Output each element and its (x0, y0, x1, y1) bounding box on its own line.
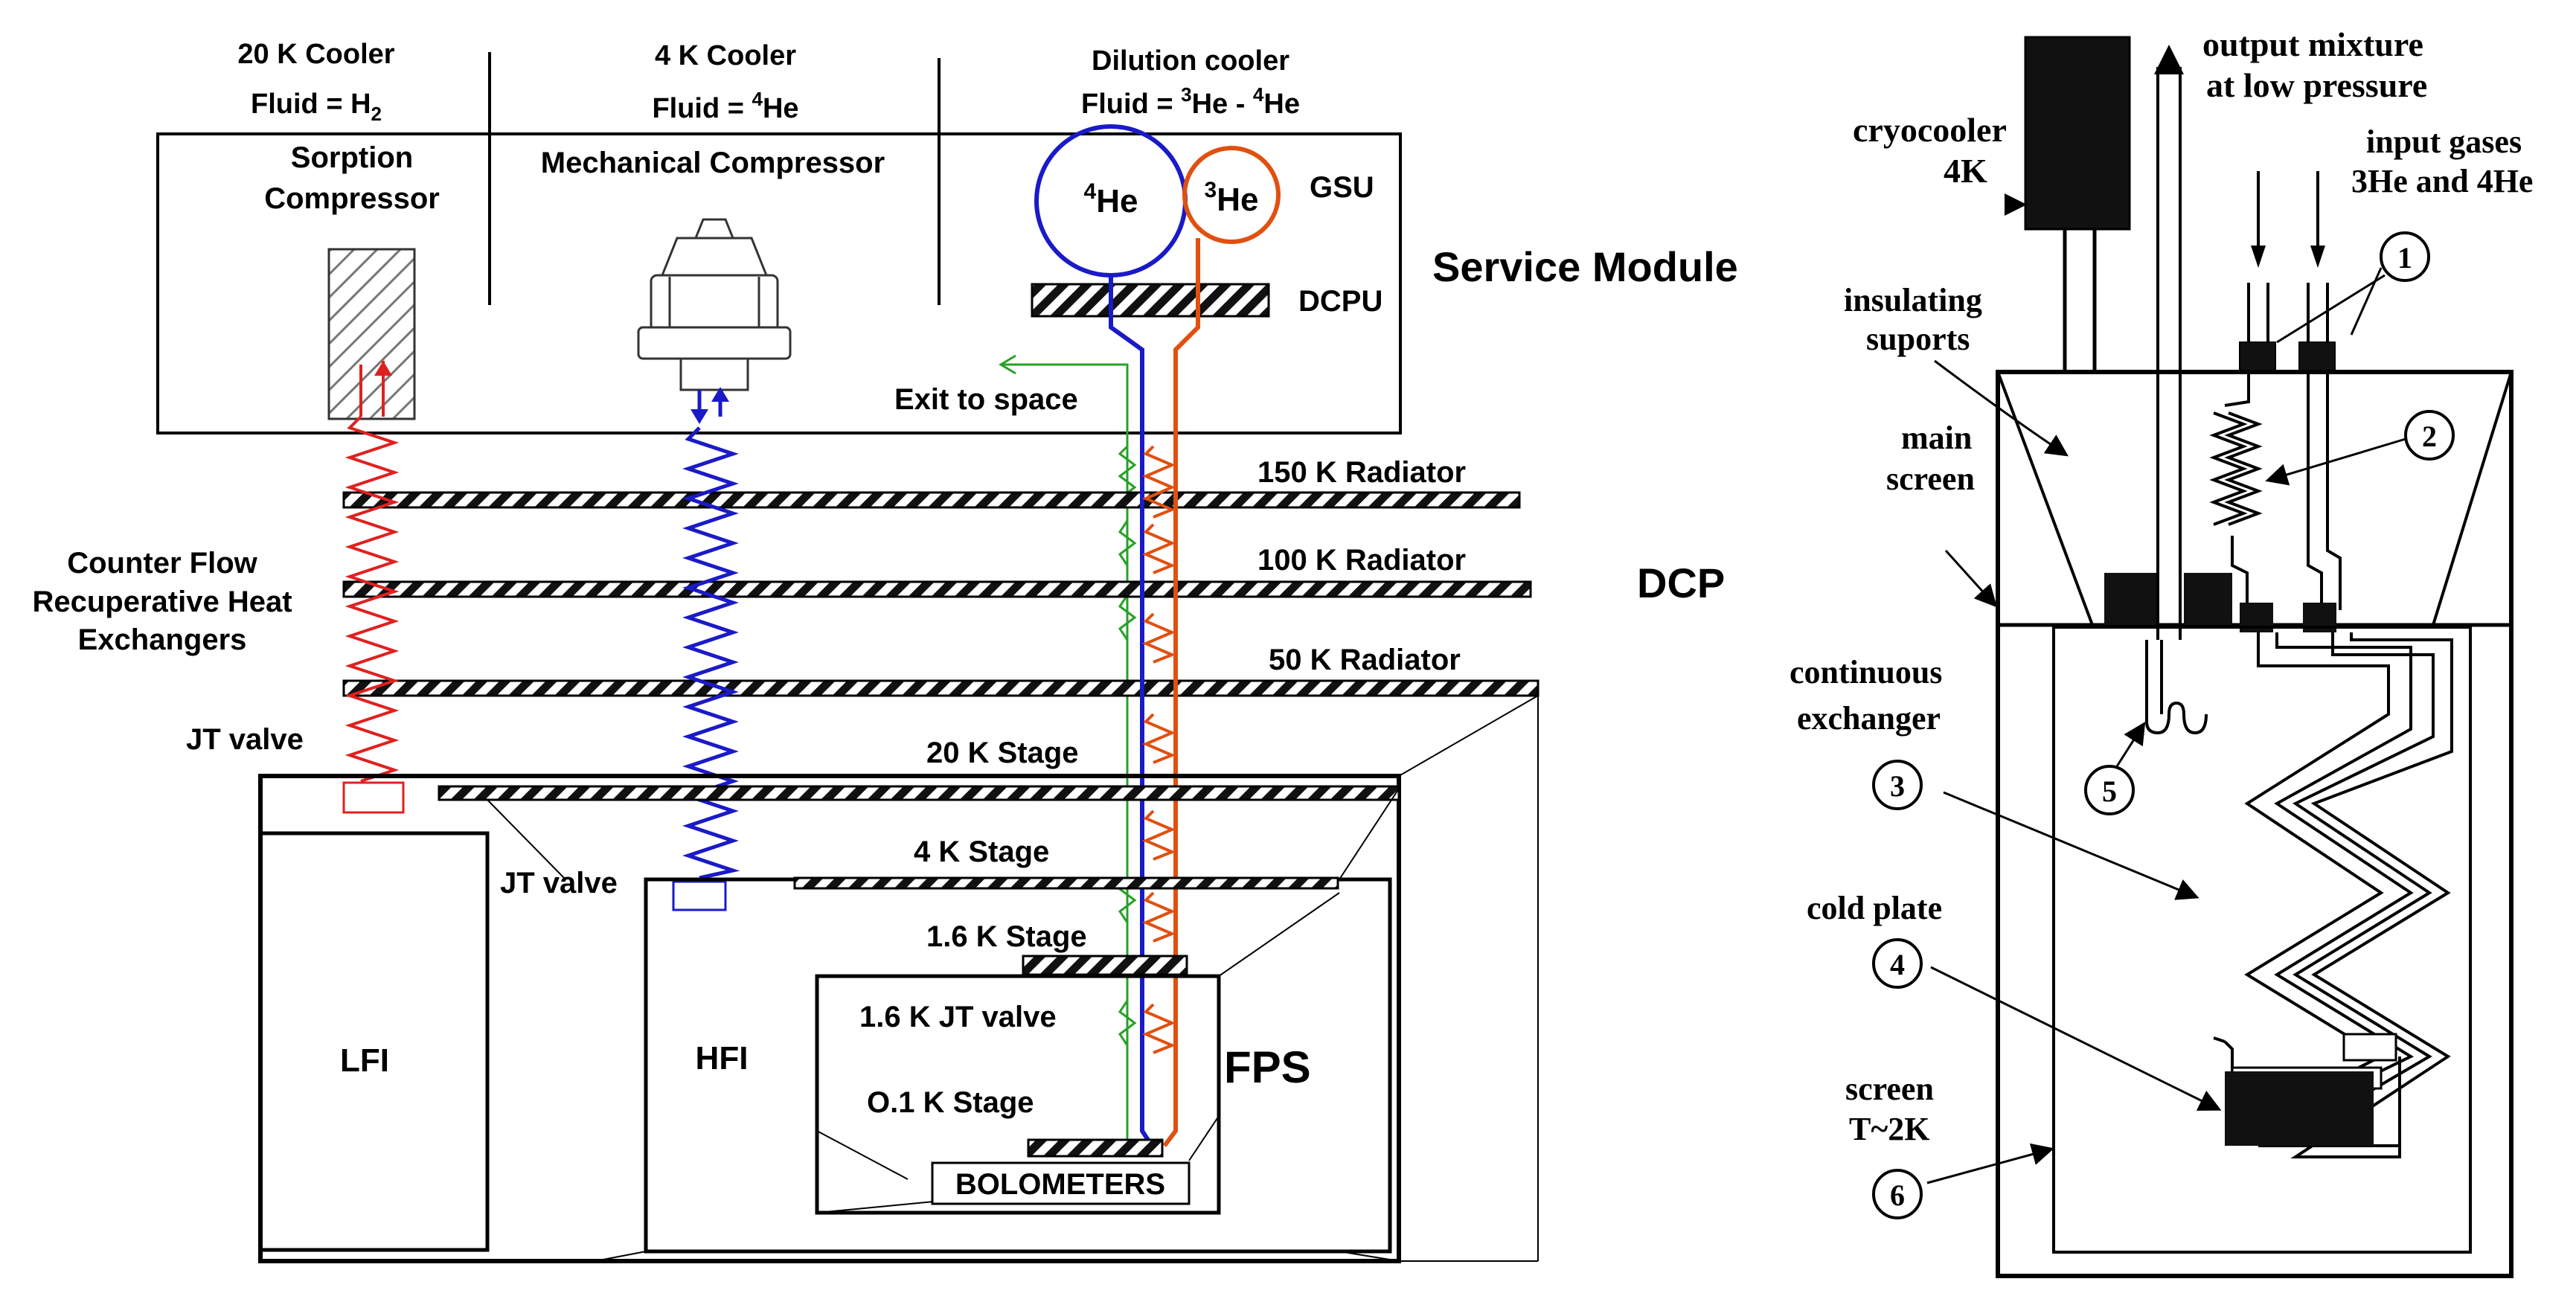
col1-title: 20 K Cooler (237, 39, 394, 70)
dcp-outer-box (258, 774, 1401, 1263)
left-diagram: 20 K Cooler Fluid = H2 4 K Cooler Fluid … (32, 39, 1738, 1263)
bolometers-label: BOLOMETERS (955, 1168, 1165, 1201)
continuous-exchanger-label-2: exchanger (1797, 700, 1941, 737)
counter-flow-label-2: Recuperative Heat (32, 586, 292, 618)
radiator-50k (342, 679, 1539, 697)
col3-title: Dilution cooler (1092, 45, 1289, 77)
svg-text:3: 3 (1890, 769, 1905, 803)
svg-text:1: 1 (2397, 241, 2412, 275)
callout-2 (2404, 410, 2455, 461)
fps-box (815, 974, 1221, 1215)
callout-6 (1872, 1169, 1923, 1219)
stage-01k-label: O.1 K Stage (867, 1086, 1034, 1119)
service-module-box (156, 132, 1402, 434)
stage-01k-plate (1027, 1138, 1164, 1158)
callout-3 (1872, 760, 1923, 810)
sorption-label-1: Sorption (291, 141, 413, 174)
col3-fluid: Fluid = 3He - 4He (1081, 83, 1300, 120)
output-arrow (2154, 45, 2184, 74)
radiator-150k (342, 491, 1521, 509)
sorption-label-2: Compressor (264, 182, 440, 215)
cryocooler-block (2024, 36, 2131, 231)
sorption-compressor (327, 248, 416, 420)
insulating-label-1: insulating (1844, 282, 1982, 318)
svg-text:4: 4 (1890, 948, 1905, 981)
radiator-100k (342, 580, 1532, 598)
screen-label-1: screen (1845, 1071, 1934, 1107)
dilution-he3-line (1162, 238, 1200, 1147)
callout-1 (2380, 231, 2430, 282)
stage-4k-plate (793, 876, 1339, 890)
callout-4 (1872, 938, 1923, 989)
col1-fluid: Fluid = H2 (251, 89, 382, 125)
h2-cooling-line (342, 361, 405, 814)
callout-5 (2084, 765, 2135, 815)
stage-20k-label: 20 K Stage (926, 737, 1079, 769)
radiator-150k-label: 150 K Radiator (1257, 456, 1466, 489)
radiator-100k-label: 100 K Radiator (1257, 544, 1466, 577)
svg-text:2: 2 (2422, 420, 2437, 453)
mechanical-compressor (637, 218, 792, 391)
lfi-box (258, 831, 490, 1252)
cold-plate (2225, 1071, 2374, 1146)
radiator-50k-label: 50 K Radiator (1269, 644, 1461, 676)
he4-cooling-line (672, 387, 740, 911)
counter-flow-label-3: Exchangers (78, 623, 247, 656)
he3-tank (1182, 146, 1281, 244)
stage-4k-label: 4 K Stage (914, 836, 1049, 868)
inlet-coil (2209, 371, 2342, 610)
svg-text:6: 6 (1890, 1178, 1905, 1212)
dilution-heat-exchangers (1141, 445, 1176, 1054)
output-label-1: output mixture (2202, 25, 2423, 63)
input-label-2: 3He and 4He (2351, 163, 2533, 199)
dcpu-plate (1031, 283, 1270, 318)
fps-label: FPS (1224, 1042, 1311, 1092)
stage-16k-label: 1.6 K Stage (926, 920, 1087, 953)
col2-fluid: Fluid = 4He (652, 88, 798, 124)
insulating-label-2: suports (1866, 321, 1970, 357)
cryocooler-label-1: cryocooler (1853, 111, 2007, 149)
vent-arrow (999, 354, 1016, 375)
gsu-label: GSU (1310, 171, 1374, 204)
main-screen-label-1: main (1901, 420, 1972, 456)
right-diagram: output mixture at low pressure cryocoole… (1790, 25, 2533, 1278)
cryocooler-label-2: 4K (1944, 152, 1987, 190)
input-label-1: input gases (2366, 124, 2522, 160)
exit-to-space-label: Exit to space (894, 383, 1078, 416)
lfi-label: LFI (340, 1042, 389, 1079)
dcpu-label: DCPU (1298, 285, 1382, 318)
jt-16k-label: 1.6 K JT valve (859, 1001, 1057, 1033)
inner-screen (2052, 626, 2472, 1254)
cold-plate-label: cold plate (1807, 890, 1942, 926)
dilution-he4-line (1109, 275, 1154, 1147)
col2-title: 4 K Cooler (655, 40, 796, 71)
jt-valve-left-label: JT valve (186, 723, 304, 756)
service-module-label: Service Module (1432, 243, 1738, 290)
outer-vessel (1996, 370, 2513, 1278)
svg-text:5: 5 (2102, 775, 2117, 808)
main-screen-label-2: screen (1886, 461, 1975, 497)
stage-16k-plate (1022, 955, 1188, 976)
continuous-exchanger-label-1: continuous (1790, 654, 1942, 690)
dcp-label: DCP (1637, 559, 1725, 606)
mechanical-compressor-label: Mechanical Compressor (541, 147, 885, 179)
stage-20k-plate (438, 785, 1400, 801)
counter-flow-label-1: Counter Flow (67, 547, 257, 580)
he4-tank-label: 4He (1084, 179, 1138, 219)
he3-tank-label: 3He (1205, 178, 1259, 218)
hfi-label: HFI (696, 1040, 749, 1077)
output-label-2: at low pressure (2206, 66, 2427, 104)
screen-label-2: T~2K (1849, 1111, 1929, 1147)
bolometers-box (931, 1161, 1191, 1205)
